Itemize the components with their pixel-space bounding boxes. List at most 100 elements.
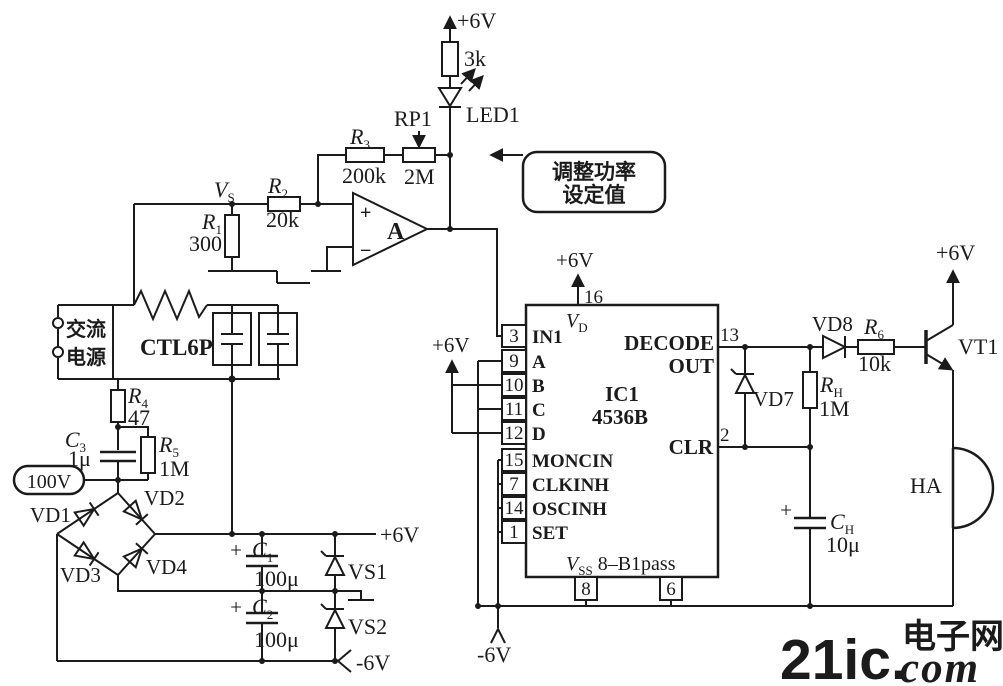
resistor-rh: RH 1M	[802, 371, 850, 421]
r1-label: R1	[201, 209, 222, 237]
potentiometer-rp1: RP1 2M	[394, 106, 436, 189]
ic-pin16-number: 16	[584, 287, 603, 308]
vs2-label: VS2	[348, 614, 387, 639]
buzzer-ha: HA	[910, 446, 995, 530]
ic-pin-2: 2	[720, 425, 730, 446]
svg-text:+6V: +6V	[432, 333, 470, 357]
opamp-plus-input: +	[360, 202, 371, 224]
ic-pin-name-moncin: MONCIN	[532, 451, 614, 472]
vd7-label: VD7	[753, 387, 794, 411]
led1-label: LED1	[466, 102, 520, 127]
minus6v-ic: -6V	[477, 626, 511, 667]
ic-pin-7: 7	[509, 474, 519, 495]
ic-pin-name-in1: IN1	[532, 327, 563, 348]
r4-label: R4	[127, 383, 148, 411]
ic-pin-name-out: OUT	[668, 354, 714, 378]
ch-value: 10μ	[826, 532, 860, 557]
ic-pin-11: 11	[505, 399, 523, 420]
annotation-line1: 调整功率	[552, 160, 636, 184]
ic-pin-name-a: A	[532, 352, 546, 373]
plus6v-rail-label: +6V	[380, 522, 419, 547]
r5-label: R5	[158, 432, 179, 460]
r3-label: R3	[349, 124, 370, 152]
vs-node-label: VS	[214, 177, 235, 205]
ic-pin-6: 6	[666, 579, 676, 600]
r5-value: 1M	[159, 456, 190, 481]
resistor-r4: R4 47	[110, 383, 150, 430]
ic-pin-3: 3	[509, 326, 519, 347]
ic-ref: IC1	[605, 382, 639, 406]
resistor-r2: R2 20k	[266, 173, 301, 232]
ic-pin-1: 1	[509, 522, 519, 543]
watermark-21ic: 21ic. 电子网 com	[780, 618, 1003, 686]
annotation-callout: 调整功率 设定值	[489, 148, 667, 214]
ic-pin-12: 12	[505, 423, 524, 444]
ic-pin16-supply: +6V	[556, 248, 594, 272]
ic-pin-name-set: SET	[532, 523, 568, 544]
ch-label: CH	[830, 509, 854, 537]
vd4-label: VD4	[146, 555, 187, 579]
rp1-value: 2M	[404, 164, 435, 189]
svg-text:+6V: +6V	[380, 522, 419, 547]
c1-polarity: +	[230, 538, 242, 562]
ac-line2: 电源	[66, 346, 106, 369]
opamp-a: + − A	[352, 191, 430, 267]
ic-pin-name-oscinh: OSCINH	[532, 499, 607, 520]
supply-top-label: +6V	[457, 8, 496, 33]
svg-text:-6V: -6V	[356, 650, 390, 675]
ch-polarity: +	[780, 498, 792, 522]
vd3-diode-icon	[73, 540, 100, 567]
vt1-supply: +6V	[936, 240, 975, 265]
c1-label: C1	[252, 537, 273, 565]
resistor-r3: R3 200k	[342, 124, 386, 188]
ac-source: 交流 电源	[52, 317, 106, 369]
bridge-vd1-vd4: VD1 VD2 VD3 VD4	[30, 486, 187, 587]
r2-value: 20k	[266, 207, 299, 232]
resistor-3k-value: 3k	[464, 46, 486, 71]
capacitor-c2: + C2 100μ	[230, 594, 299, 652]
zener-vs1: VS1	[320, 550, 387, 584]
junction-dots	[115, 152, 813, 664]
ac-line1: 交流	[66, 317, 106, 341]
rh-value: 1M	[819, 396, 850, 421]
r2-label: R2	[267, 173, 288, 201]
vd4-diode-icon	[122, 542, 149, 570]
sensor-label: CTL6P	[140, 335, 213, 360]
ic-pin-name-d: D	[532, 424, 546, 445]
resistor-r6: R6 10k	[857, 314, 895, 376]
pins-supply: +6V	[432, 333, 470, 374]
mains-value: 100V	[27, 471, 72, 493]
ic-vdd-label: VD	[566, 310, 588, 335]
vd2-label: VD2	[144, 486, 185, 510]
vd1-label: VD1	[30, 503, 71, 527]
opamp-label: A	[387, 219, 405, 245]
sensor-ctl6p: CTL6P	[140, 312, 298, 366]
vd3-label: VD3	[60, 563, 101, 587]
capacitor-ch: + CH 10μ	[780, 498, 860, 557]
led1: LED1	[437, 67, 520, 127]
mains-label: 100V	[12, 464, 86, 496]
zener-vd7: VD7	[730, 368, 794, 411]
c3-label: C3	[65, 427, 86, 455]
transistor-vt1: +6V VT1	[924, 240, 998, 371]
ic-pin-14: 14	[505, 498, 525, 519]
svg-text:VS: VS	[214, 177, 235, 205]
ha-label: HA	[910, 473, 942, 498]
zener-vs2: VS2	[320, 603, 387, 639]
ic-vss-label: VSS 8–B1pass	[566, 553, 676, 578]
annotation-line2: 设定值	[563, 183, 626, 207]
ic-pin-name-decode: DECODE	[624, 331, 714, 355]
rh-label: RH	[819, 372, 843, 400]
ic-pin-name-c: C	[532, 400, 546, 421]
ic-pin-name-b: B	[532, 376, 545, 397]
supply-top: +6V	[443, 8, 496, 42]
ic-pin-name-clkinh: CLKINH	[532, 475, 609, 496]
ic-pin-13: 13	[720, 325, 739, 346]
capacitor-c3: C3 1μ	[65, 427, 136, 471]
ic1-4536b: +6V 16 VD 3 9 10 11 12 15 7 14 1 IN1 A B…	[501, 248, 739, 601]
ic-pin-8: 8	[581, 579, 591, 600]
opamp-minus-input: −	[360, 240, 371, 262]
vd8-label: VD8	[812, 312, 853, 336]
